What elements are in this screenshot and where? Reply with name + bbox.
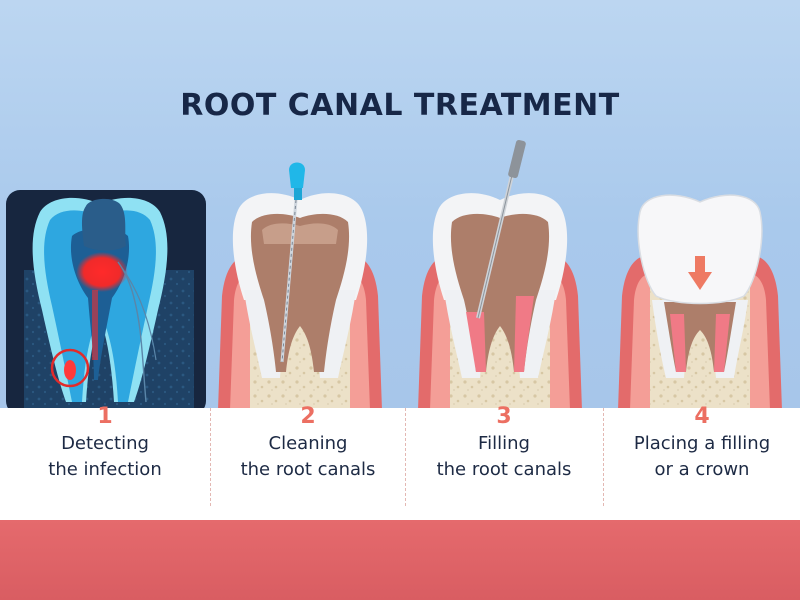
tooth-xray-panel [6,190,206,410]
step-caption-line2: the root canals [436,459,572,480]
step-number: 1 [97,404,113,429]
tooth-cleaning-panel [218,162,382,410]
step-caption-line1: Detecting [61,433,149,454]
step-caption-line2: the infection [48,459,162,480]
gum-band [0,520,800,600]
step-number: 3 [496,404,512,429]
step-3: 3 Filling the root canals [404,404,604,520]
divider [210,408,211,506]
step-number: 4 [694,404,710,429]
page-title: ROOT CANAL TREATMENT [180,88,620,123]
tooth-crown-panel [618,194,782,410]
step-number: 2 [300,404,316,429]
diagram-art [6,139,782,410]
step-4: 4 Placing a filling or a crown [602,404,800,520]
tooth-filling-panel [418,139,582,410]
steps-panel: 1 Detecting the infection 2 Cleaning the… [0,404,800,520]
step-caption-line2: the root canals [240,459,376,480]
divider [405,408,406,506]
step-caption-line2: or a crown [654,459,750,480]
step-caption-line1: Filling [478,433,530,454]
step-2: 2 Cleaning the root canals [208,404,408,520]
step-1: 1 Detecting the infection [5,404,205,520]
divider [603,408,604,506]
step-caption-line1: Placing a filling [633,433,771,454]
step-caption-line1: Cleaning [268,433,348,454]
